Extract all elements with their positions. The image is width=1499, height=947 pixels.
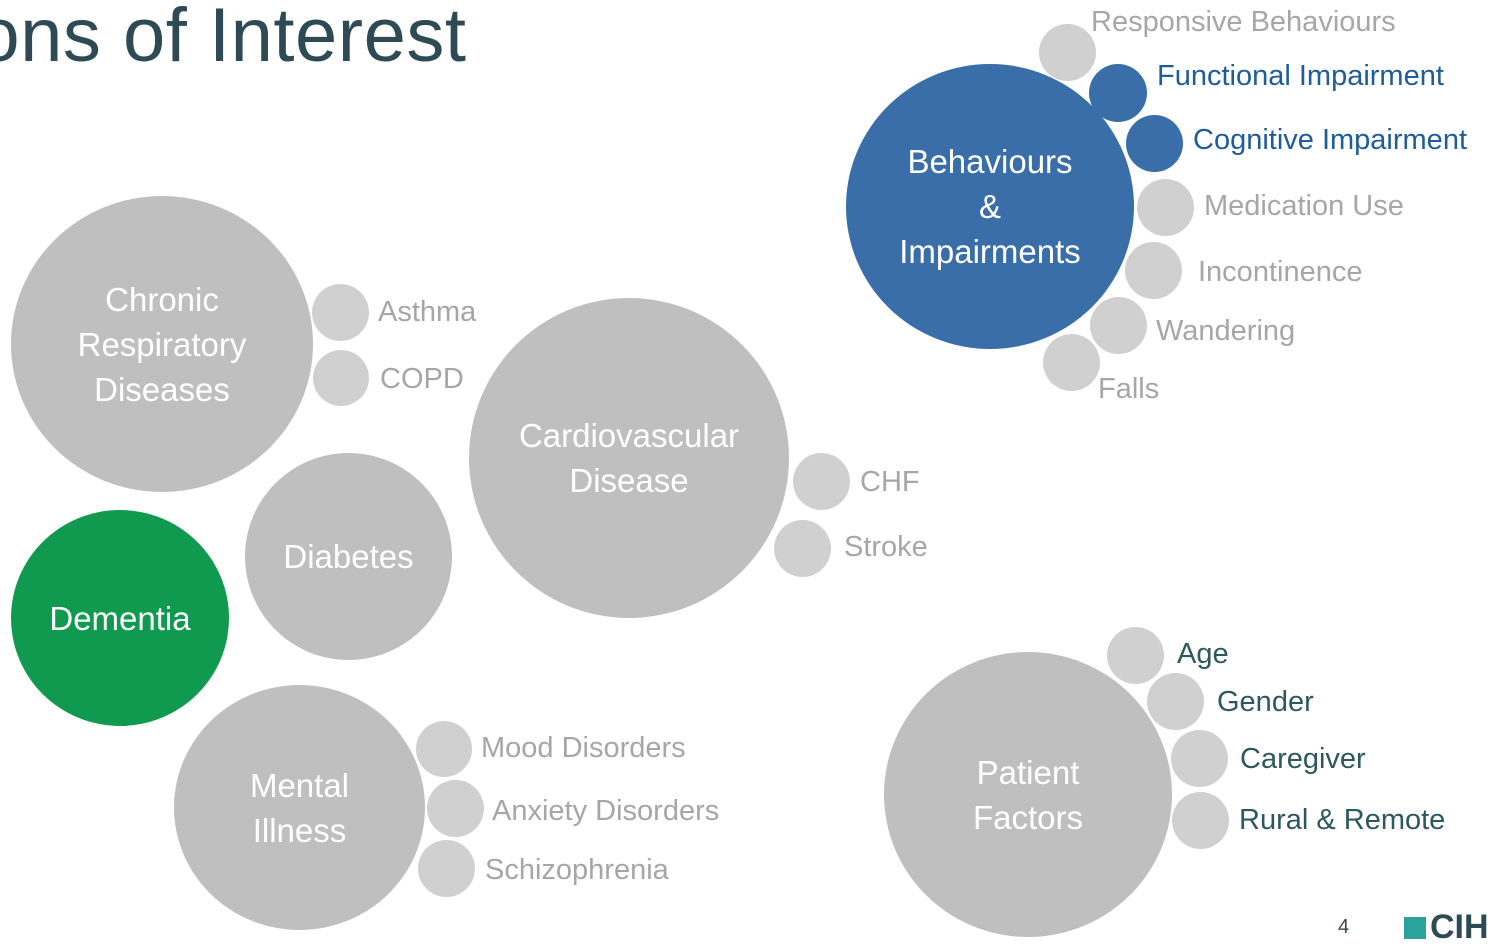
dot-copd <box>313 350 369 406</box>
label-functional-impairment: Functional Impairment <box>1157 60 1444 92</box>
label-cognitive-impairment: Cognitive Impairment <box>1193 124 1467 156</box>
bubble-behaviours-line2: & <box>978 188 1001 225</box>
dot-asthma <box>312 284 369 341</box>
label-stroke: Stroke <box>844 531 928 563</box>
dot-cognitive-impairment <box>1126 115 1183 172</box>
bubble-cardio-line1: Cardiovascular <box>518 417 740 454</box>
label-chf: CHF <box>860 466 920 498</box>
label-mood-disorders: Mood Disorders <box>481 732 686 764</box>
label-caregiver: Caregiver <box>1240 743 1366 775</box>
dot-incontinence <box>1125 242 1182 299</box>
bubble-mental-line2: Illness <box>252 811 347 849</box>
dot-mood-disorders <box>416 721 472 777</box>
bubble-chronic-respiratory: Chronic Respiratory Diseases <box>11 196 313 492</box>
label-age: Age <box>1177 638 1229 670</box>
logo-icon <box>1404 917 1426 939</box>
label-copd: COPD <box>380 363 464 395</box>
page-number: 4 <box>1338 916 1350 938</box>
dot-wandering <box>1090 297 1147 354</box>
bubble-mental-line1: Mental <box>249 766 350 804</box>
bubble-cardiovascular: Cardiovascular Disease <box>469 298 789 618</box>
bubble-patient-factors: Patient Factors <box>884 652 1172 937</box>
dot-caregiver <box>1171 730 1228 787</box>
dot-chf <box>793 453 850 510</box>
bubble-mental-illness: Mental Illness <box>174 685 425 930</box>
dot-schizophrenia <box>418 840 475 897</box>
bubble-chronic-line2: Respiratory <box>77 325 247 363</box>
page-title: ions of Interest <box>0 0 467 78</box>
bubble-cardio-line2: Disease <box>569 462 689 499</box>
label-responsive-behaviours: Responsive Behaviours <box>1091 6 1396 38</box>
label-gender: Gender <box>1217 686 1314 718</box>
label-wandering: Wandering <box>1156 315 1296 347</box>
bubble-dementia: Dementia <box>11 510 229 726</box>
dot-age <box>1107 627 1164 684</box>
bubble-diabetes-label: Diabetes <box>283 538 414 575</box>
bubble-dementia-label: Dementia <box>49 599 191 637</box>
dot-rural-remote <box>1172 792 1229 849</box>
label-schizophrenia: Schizophrenia <box>485 854 669 886</box>
bubble-behaviours-line1: Behaviours <box>907 143 1073 180</box>
label-asthma: Asthma <box>378 296 477 328</box>
bubble-chronic-line3: Diseases <box>94 370 230 408</box>
dot-functional-impairment <box>1089 64 1147 122</box>
label-falls: Falls <box>1098 373 1160 405</box>
bubble-chronic-line1: Chronic <box>105 280 219 318</box>
bubble-patient-line2: Factors <box>972 798 1084 836</box>
bubble-behaviours-line3: Impairments <box>899 233 1081 270</box>
dot-medication-use <box>1137 179 1194 236</box>
bubble-behaviours-impairments: Behaviours & Impairments <box>846 64 1134 349</box>
label-anxiety-disorders: Anxiety Disorders <box>492 795 720 827</box>
bubble-diabetes: Diabetes <box>245 453 452 660</box>
dot-stroke <box>774 520 831 577</box>
label-incontinence: Incontinence <box>1198 256 1363 288</box>
label-rural-remote: Rural & Remote <box>1239 804 1446 836</box>
dot-responsive-behaviours <box>1039 24 1096 81</box>
logo-text: CIH <box>1430 908 1489 946</box>
bubble-patient-line1: Patient <box>976 753 1080 791</box>
dot-anxiety-disorders <box>427 780 484 837</box>
label-medication-use: Medication Use <box>1204 190 1404 222</box>
dot-gender <box>1147 673 1204 730</box>
dot-falls <box>1043 334 1100 391</box>
